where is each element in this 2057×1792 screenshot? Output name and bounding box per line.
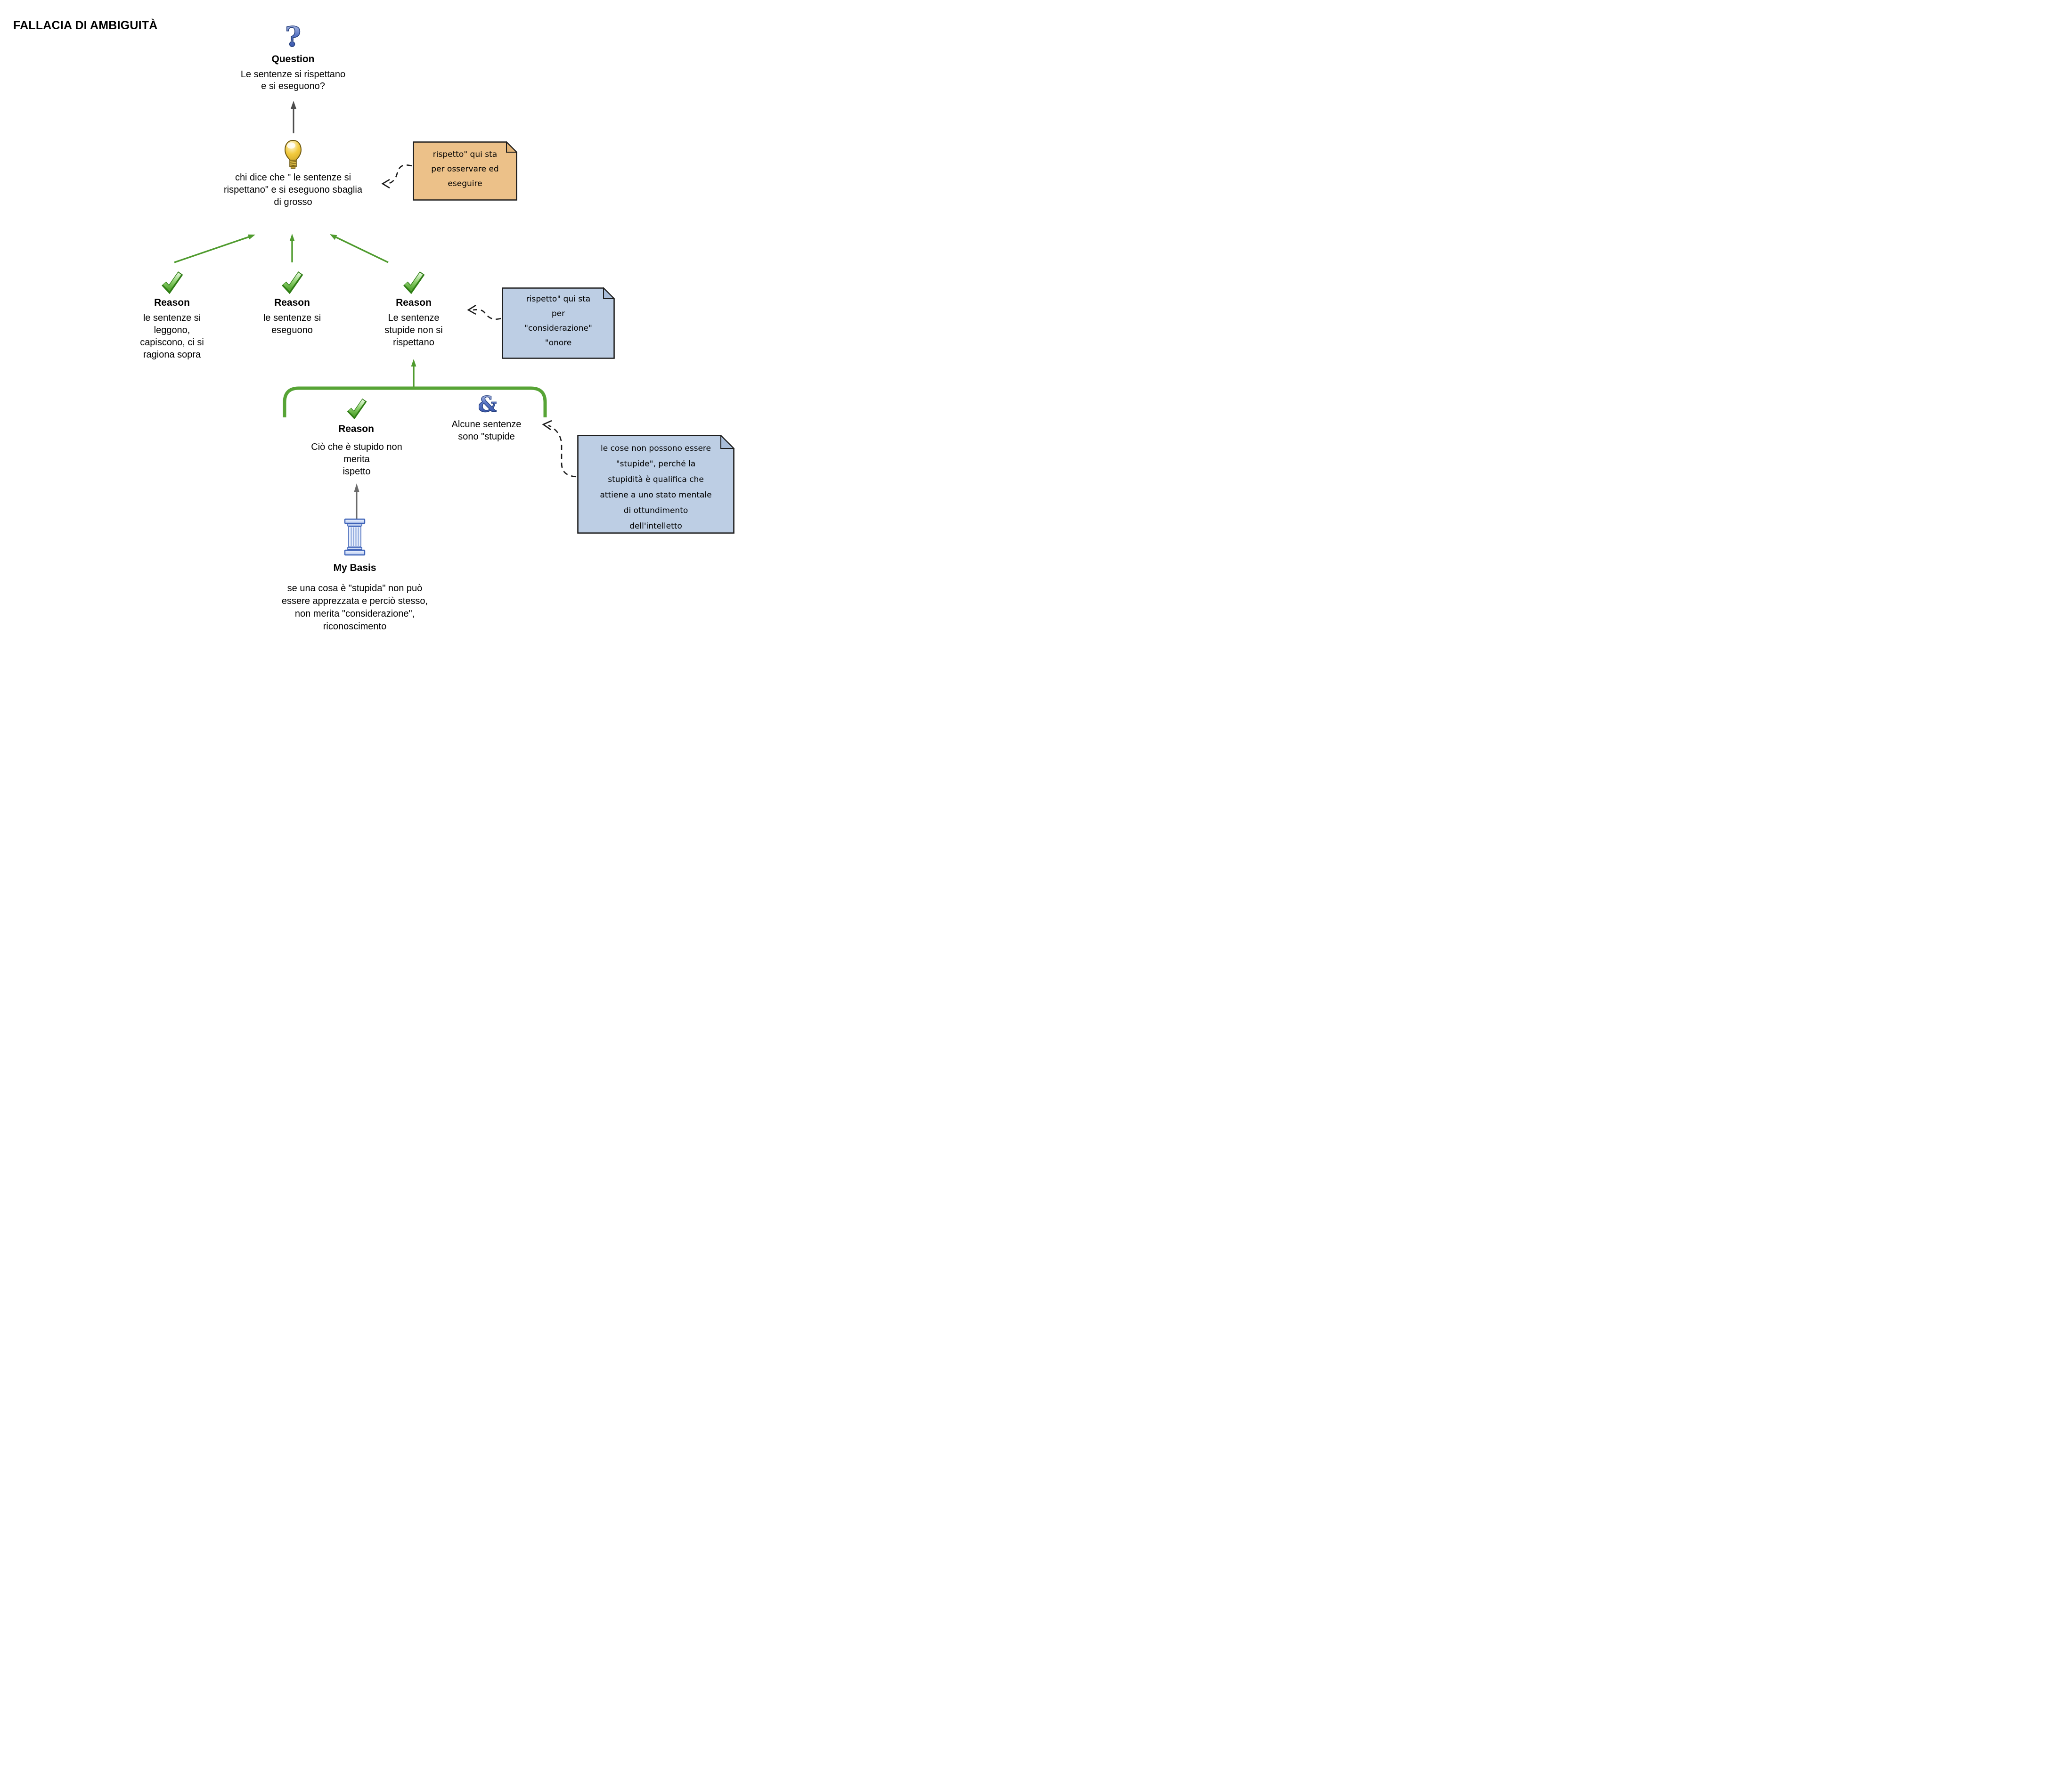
group-bracket bbox=[283, 386, 547, 417]
contention-text: chi dice che " le sentenze si rispettano… bbox=[224, 172, 362, 207]
note-blue2-text: le cose non possono essere "stupide", pe… bbox=[600, 444, 712, 531]
note-orange[interactable]: rispetto" qui sta per osservare ed esegu… bbox=[413, 141, 517, 201]
reason2-text: le sentenze si eseguono bbox=[263, 313, 321, 335]
arrow-reason1-to-contention bbox=[174, 234, 255, 263]
reason3-text: Le sentenze stupide non si rispettano bbox=[384, 313, 443, 348]
reason3-label: Reason bbox=[396, 297, 432, 308]
and-node-text: Alcune sentenze sono "stupide bbox=[451, 419, 522, 442]
reason4-text: Ciò che è stupido non merita ispetto bbox=[311, 442, 402, 477]
page-title: FALLACIA DI AMBIGUITÀ bbox=[13, 19, 158, 32]
question-mark-icon: ? bbox=[285, 24, 302, 52]
basis-text: se una cosa è "stupida" non può essere a… bbox=[281, 583, 428, 632]
arrow-reason3-to-contention bbox=[330, 234, 389, 263]
arrow-basis-to-reason4 bbox=[354, 483, 359, 522]
question-label: Question bbox=[271, 54, 315, 65]
svg-text:?: ? bbox=[285, 24, 301, 52]
ampersand-icon: & bbox=[479, 393, 497, 415]
check-icon bbox=[403, 271, 425, 294]
note-orange-paper bbox=[413, 141, 517, 201]
check-icon bbox=[347, 398, 367, 419]
basis-label: My Basis bbox=[333, 562, 376, 573]
note-blue1-text: rispetto" qui sta per "considerazione" "… bbox=[524, 294, 592, 348]
svg-text:&: & bbox=[479, 393, 497, 415]
note-blue-1[interactable]: rispetto" qui sta per "considerazione" "… bbox=[502, 287, 615, 359]
lightbulb-icon bbox=[284, 140, 302, 169]
arrow-contention-to-question bbox=[291, 101, 296, 133]
note-blue2-paper bbox=[577, 435, 735, 534]
pillar-icon bbox=[344, 518, 366, 556]
dashed-connector-blue-note2 bbox=[542, 420, 577, 478]
dashed-connector-orange-note bbox=[381, 164, 412, 189]
dashed-connector-blue-note1 bbox=[467, 304, 501, 320]
reason4-label: Reason bbox=[338, 424, 374, 434]
reason1-text: le sentenze si leggono, capiscono, ci si… bbox=[140, 313, 204, 360]
note-orange-text: rispetto" qui sta per osservare ed esegu… bbox=[431, 150, 499, 188]
arrow-reason2-to-contention bbox=[289, 234, 295, 262]
note-blue1-paper bbox=[502, 287, 615, 359]
check-icon bbox=[282, 271, 303, 294]
argument-map-canvas: FALLACIA DI AMBIGUITÀ ? Question Le sent… bbox=[0, 0, 739, 643]
reason1-label: Reason bbox=[154, 297, 190, 308]
check-icon bbox=[162, 271, 183, 294]
note-blue-2[interactable]: le cose non possono essere "stupide", pe… bbox=[577, 435, 735, 534]
arrow-group-to-reason3 bbox=[411, 359, 416, 387]
question-text: Le sentenze si rispettano e si eseguono? bbox=[240, 69, 346, 91]
reason2-label: Reason bbox=[274, 297, 310, 308]
connector-layer bbox=[174, 101, 577, 522]
